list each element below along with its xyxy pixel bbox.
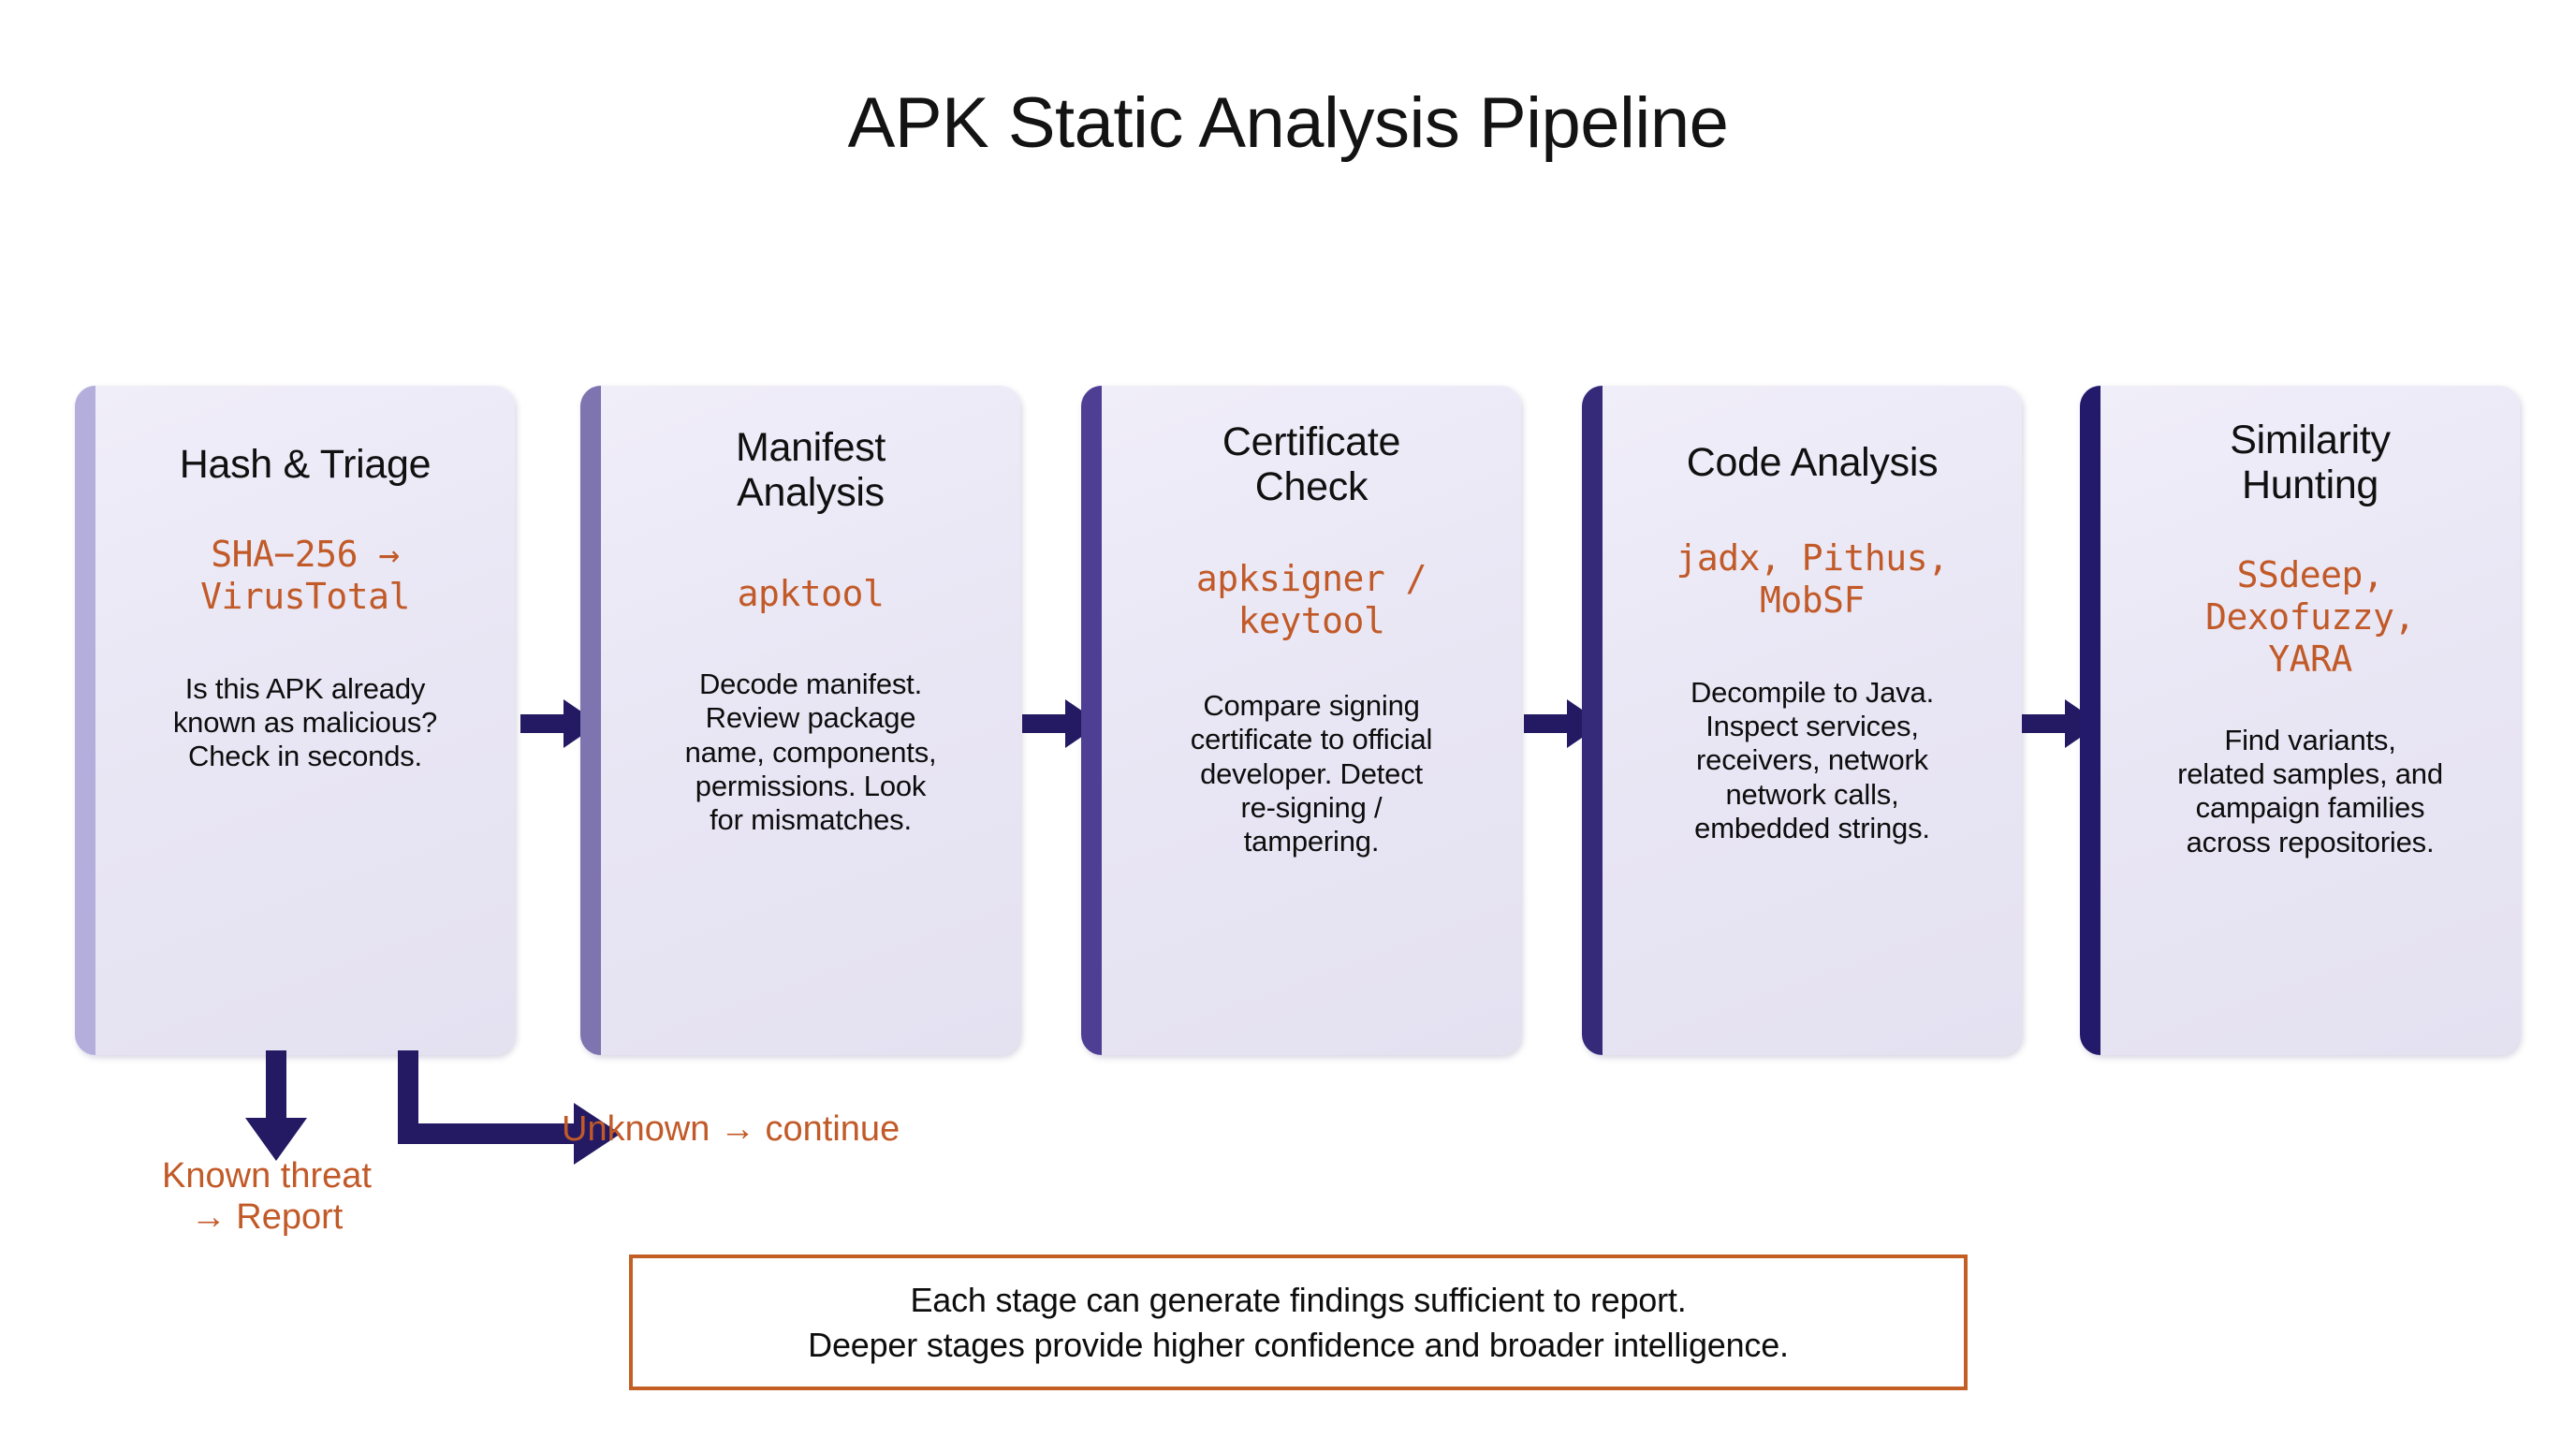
branch-label-unknown-continue: Unknown → continue xyxy=(562,1109,900,1149)
branch-elbow-right-arrow-icon xyxy=(398,1050,621,1165)
stage-card-similarity-hunting[interactable]: Similarity Hunting SSdeep, Dexofuzzy, YA… xyxy=(2080,386,2520,1055)
stage-tools: apksigner / keytool xyxy=(1195,558,1427,642)
stage-title: Code Analysis xyxy=(1686,440,1939,485)
stage-description: Is this APK already known as malicious? … xyxy=(172,671,438,773)
stage-accent-bar xyxy=(2080,386,2100,1055)
stage-description: Decode manifest. Review package name, co… xyxy=(684,668,937,837)
branch-label-known-threat: Known threat → Report xyxy=(162,1156,372,1238)
stage-card-certificate-check[interactable]: Certificate Check apksigner / keytool Co… xyxy=(1081,386,1521,1055)
stage-title: Certificate Check xyxy=(1222,419,1401,510)
footer-note-line-1: Each stage can generate findings suffici… xyxy=(910,1280,1687,1319)
stage-tools: jadx, Pithus, MobSF xyxy=(1676,537,1949,621)
stage-tools: SHA−256 → VirusTotal xyxy=(200,534,410,617)
stage-accent-bar xyxy=(1582,386,1603,1055)
stage-description: Find variants, related samples, and camp… xyxy=(2177,723,2443,858)
stage-tools: apktool xyxy=(737,573,885,615)
branch-down-arrow-icon xyxy=(245,1050,307,1161)
stage-description: Compare signing certificate to official … xyxy=(1190,688,1433,858)
stage-description: Decompile to Java. Inspect services, rec… xyxy=(1690,675,1935,844)
stage-accent-bar xyxy=(580,386,601,1055)
stage-accent-bar xyxy=(75,386,95,1055)
stage-tools: SSdeep, Dexofuzzy, YARA xyxy=(2205,554,2415,680)
stage-body: Similarity Hunting SSdeep, Dexofuzzy, YA… xyxy=(2100,386,2520,1055)
footer-note-box: Each stage can generate findings suffici… xyxy=(629,1255,1968,1390)
stage-title: Manifest Analysis xyxy=(735,425,886,516)
stage-accent-bar xyxy=(1081,386,1102,1055)
stage-body: Certificate Check apksigner / keytool Co… xyxy=(1102,386,1521,1055)
stage-title: Similarity Hunting xyxy=(2230,418,2391,508)
stage-body: Hash & Triage SHA−256 → VirusTotal Is th… xyxy=(95,386,515,1055)
page-title: APK Static Analysis Pipeline xyxy=(847,83,1729,163)
footer-note-line-2: Deeper stages provide higher confidence … xyxy=(808,1325,1789,1364)
stage-card-code-analysis[interactable]: Code Analysis jadx, Pithus, MobSF Decomp… xyxy=(1582,386,2022,1055)
stage-title: Hash & Triage xyxy=(179,442,432,487)
flow-arrow-1-to-2 xyxy=(520,699,599,748)
stage-body: Code Analysis jadx, Pithus, MobSF Decomp… xyxy=(1603,386,2022,1055)
stage-body: Manifest Analysis apktool Decode manifes… xyxy=(601,386,1020,1055)
stage-card-hash-triage[interactable]: Hash & Triage SHA−256 → VirusTotal Is th… xyxy=(75,386,515,1055)
stage-card-manifest-analysis[interactable]: Manifest Analysis apktool Decode manifes… xyxy=(580,386,1020,1055)
